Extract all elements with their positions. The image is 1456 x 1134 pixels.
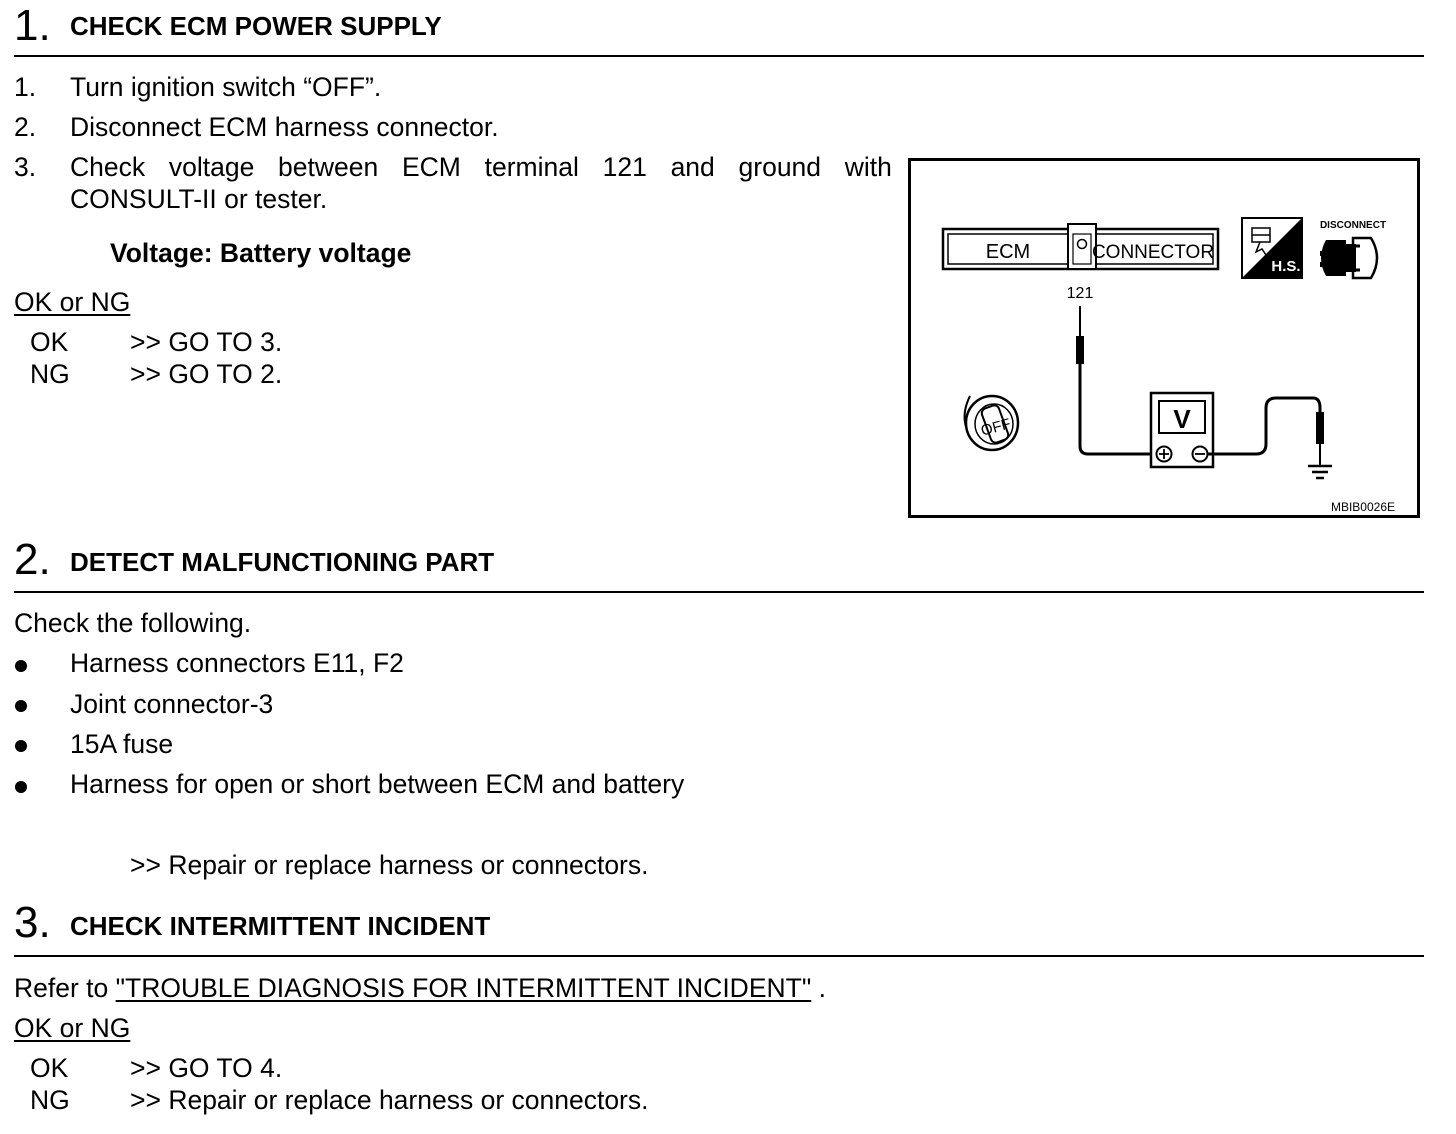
section-1-rule: [14, 55, 1424, 57]
result-label-ok: OK: [30, 327, 69, 357]
figure-id: MBIB0026E: [1331, 500, 1395, 514]
section-2-rule: [14, 591, 1424, 593]
section-2-title: DETECT MALFUNCTIONING PART: [70, 547, 495, 577]
result-action-ng: >> Repair or replace harness or connecto…: [130, 1085, 649, 1115]
harness-side-icon: H.S.: [1241, 217, 1303, 279]
word: Check: [70, 152, 146, 182]
terminal-probe: [1076, 306, 1164, 456]
step-number: 1.: [14, 72, 37, 102]
step-text: Disconnect ECM harness connector.: [70, 112, 499, 142]
word: ECM: [401, 152, 461, 182]
word: ground: [738, 152, 822, 182]
connector-right-label: CONNECTOR: [1092, 242, 1214, 263]
ignition-key-off-icon: OFF: [963, 394, 1020, 452]
result-action-ok: >> GO TO 4.: [130, 1053, 283, 1083]
step-text: Turn ignition switch “OFF”.: [70, 72, 382, 102]
section-2-number: 2.: [14, 535, 51, 584]
word: voltage: [168, 152, 255, 182]
bullet-icon: [15, 700, 27, 712]
bullet-icon: [15, 781, 27, 793]
result-action-ng: >> GO TO 2.: [130, 359, 283, 389]
word: 121: [602, 152, 647, 182]
repair-action: >> Repair or replace harness or connecto…: [130, 850, 649, 880]
section-3-number: 3.: [14, 898, 51, 947]
connector-left-label: ECM: [986, 241, 1030, 263]
bullet-icon: [15, 740, 27, 752]
section-3-rule: [14, 955, 1424, 957]
voltmeter-label: V: [1173, 404, 1191, 434]
section-1-number: 1.: [14, 1, 51, 50]
list-item: Harness connectors E11, F2: [70, 648, 404, 678]
check-intro: Check the following.: [14, 608, 252, 638]
step-text-line-1: Check voltage between ECM terminal 121 a…: [70, 151, 892, 183]
ok-ng-heading: OK or NG: [14, 1013, 131, 1043]
word: terminal: [484, 152, 579, 182]
voltmeter: V: [1149, 391, 1215, 469]
list-item: 15A fuse: [70, 729, 174, 759]
terminal-number: 121: [1067, 285, 1094, 302]
result-action-ok: >> GO TO 3.: [130, 327, 283, 357]
section-3-title: CHECK INTERMITTENT INCIDENT: [70, 911, 491, 941]
section-1-title: CHECK ECM POWER SUPPLY: [70, 11, 442, 41]
disconnect-label: DISCONNECT: [1320, 220, 1386, 231]
ecm-voltage-check-diagram: ECM CONNECTOR H.S. DISCONNECT 121 V: [908, 158, 1420, 518]
word: and: [670, 152, 715, 182]
list-item: Joint connector-3: [70, 689, 274, 719]
list-item: Harness for open or short between ECM an…: [70, 769, 685, 799]
disconnect-icon: DISCONNECT: [1320, 220, 1386, 280]
word: between: [278, 152, 379, 182]
hs-label: H.S.: [1271, 258, 1300, 275]
result-label-ng: NG: [30, 359, 70, 389]
word: with: [844, 152, 892, 182]
ok-ng-heading: OK or NG: [14, 287, 131, 317]
ground-lead: [1207, 396, 1324, 466]
voltage-spec: Voltage: Battery voltage: [110, 238, 412, 268]
trouble-diagnosis-link[interactable]: "TROUBLE DIAGNOSIS FOR INTERMITTENT INCI…: [115, 973, 812, 1003]
refer-prefix: Refer to: [14, 973, 109, 1003]
refer-line: Refer to "TROUBLE DIAGNOSIS FOR INTERMIT…: [14, 972, 826, 1004]
bullet-icon: [15, 660, 27, 672]
ecm-connector: ECM CONNECTOR: [941, 223, 1220, 271]
step-text-line-2: CONSULT-II or tester.: [70, 184, 328, 214]
result-label-ok: OK: [30, 1053, 69, 1083]
ground-icon: [1308, 464, 1332, 480]
step-number: 2.: [14, 112, 37, 142]
refer-suffix: .: [818, 973, 826, 1003]
step-number: 3.: [14, 152, 37, 182]
result-label-ng: NG: [30, 1085, 70, 1115]
